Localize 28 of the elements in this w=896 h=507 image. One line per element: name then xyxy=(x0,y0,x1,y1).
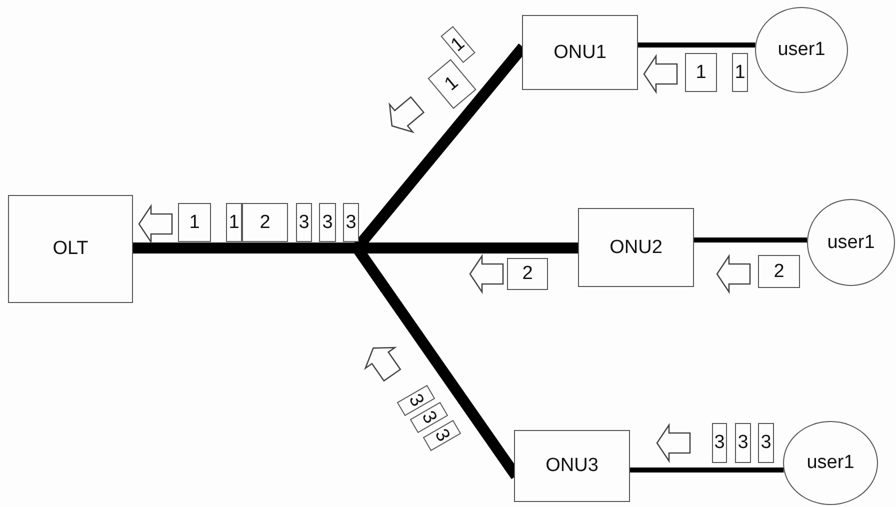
data-packet: 1 xyxy=(178,203,211,242)
connection-line xyxy=(694,238,808,242)
node-label: OLT xyxy=(52,238,88,260)
device-box xyxy=(522,15,638,90)
device-box xyxy=(514,430,630,502)
data-packet: 3 xyxy=(712,423,727,463)
node-label: ONU1 xyxy=(554,42,606,64)
data-packet: 2 xyxy=(507,258,548,290)
data-packet: 1 xyxy=(226,203,242,242)
data-packet: 3 xyxy=(758,423,774,463)
data-packet: 3 xyxy=(343,203,359,242)
device-box xyxy=(578,208,694,287)
fiber-line xyxy=(133,242,357,254)
data-packet: 3 xyxy=(735,423,751,463)
data-packet: 2 xyxy=(242,203,288,242)
connection-line xyxy=(638,42,756,48)
data-packet: 1 xyxy=(685,53,717,92)
device-box xyxy=(8,195,133,303)
node-label: user1 xyxy=(827,232,875,254)
connection-line xyxy=(630,468,784,472)
data-packet: 1 xyxy=(732,53,748,92)
data-packet: 3 xyxy=(319,203,336,242)
node-label: user1 xyxy=(806,452,854,474)
data-packet: 3 xyxy=(296,203,312,242)
node-label: user1 xyxy=(778,39,826,61)
data-packet: 2 xyxy=(758,255,800,288)
node-label: ONU2 xyxy=(610,236,662,258)
node-label: ONU3 xyxy=(546,455,598,477)
